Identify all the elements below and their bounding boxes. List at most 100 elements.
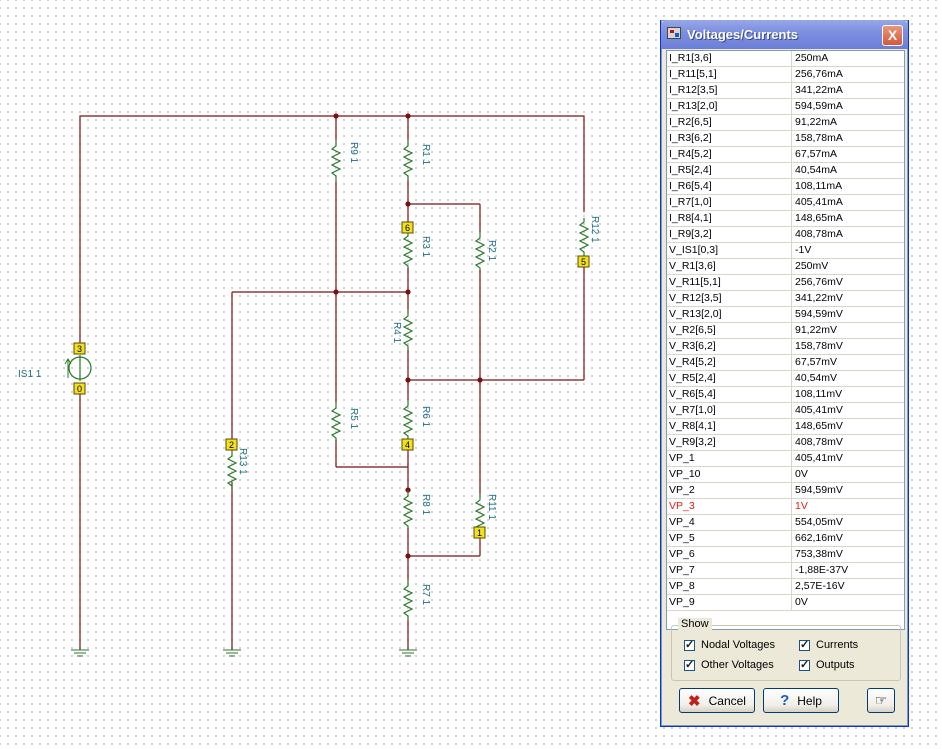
value-row[interactable]: I_R8[4,1]148,65mA — [667, 211, 904, 227]
resistor-r13[interactable]: R13 1 — [226, 448, 248, 490]
nodal-voltages-label: Nodal Voltages — [701, 639, 775, 651]
row-value: 405,41mV — [795, 404, 843, 416]
row-name: I_R13[2,0] — [667, 99, 792, 114]
resistor-r5[interactable]: R5 1 — [330, 402, 359, 440]
row-value: 408,78mV — [795, 436, 843, 448]
row-name: V_R3[6,2] — [667, 339, 792, 354]
node-3: 3 — [73, 342, 86, 355]
resistor-r11[interactable]: R11 1 — [474, 494, 497, 532]
show-group-title: Show — [678, 618, 712, 630]
currents-checkbox[interactable]: Currents — [799, 638, 858, 651]
value-row[interactable]: I_R3[6,2]158,78mA — [667, 131, 904, 147]
cancel-x-icon: ✖ — [688, 692, 701, 710]
row-name: VP_8 — [667, 579, 792, 594]
resistor-r7[interactable]: R7 1 — [402, 580, 431, 620]
value-row[interactable]: I_R4[5,2]67,57mA — [667, 147, 904, 163]
value-row[interactable]: V_IS1[0,3]-1V — [667, 243, 904, 259]
circuit-wires — [79, 115, 585, 650]
row-value: 67,57mV — [795, 356, 838, 368]
row-value: 594,59mV — [795, 484, 843, 496]
row-value: -1V — [795, 244, 812, 256]
current-source-is1[interactable]: IS1 1 — [18, 355, 92, 381]
row-name: V_IS1[0,3] — [667, 243, 792, 258]
value-row[interactable]: I_R6[5,4]108,11mA — [667, 179, 904, 195]
value-row[interactable]: V_R7[1,0]405,41mV — [667, 403, 904, 419]
dialog-titlebar[interactable]: Voltages/Currents X — [661, 20, 908, 49]
value-row[interactable]: V_R8[4,1]148,65mV — [667, 419, 904, 435]
node-6: 6 — [401, 221, 414, 234]
value-row[interactable]: V_R2[6,5]91,22mV — [667, 323, 904, 339]
value-row[interactable]: I_R13[2,0]594,59mA — [667, 99, 904, 115]
row-name: V_R6[5,4] — [667, 387, 792, 402]
value-row[interactable]: I_R11[5,1]256,76mA — [667, 67, 904, 83]
pointer-button[interactable]: ☞ — [867, 688, 895, 713]
row-value: 108,11mA — [795, 180, 843, 192]
cancel-button[interactable]: ✖ Cancel — [679, 688, 755, 713]
schematic-canvas[interactable]: R9 1 R1 1 R3 1 R2 1 R12 1 R4 1 R5 1 R6 1… — [0, 0, 650, 749]
value-row[interactable]: I_R7[1,0]405,41mA — [667, 195, 904, 211]
value-row[interactable]: I_R12[3,5]341,22mA — [667, 83, 904, 99]
resistor-r4[interactable]: R4 1 — [391, 310, 414, 350]
row-name: V_R11[5,1] — [667, 275, 792, 290]
row-value: 0V — [795, 596, 808, 608]
value-row[interactable]: V_R4[5,2]67,57mV — [667, 355, 904, 371]
nodal-voltages-checkbox[interactable]: Nodal Voltages — [684, 638, 775, 651]
row-value: 594,59mA — [795, 100, 843, 112]
row-value: 158,78mV — [795, 340, 843, 352]
value-row[interactable]: I_R1[3,6]250mA — [667, 51, 904, 67]
value-row[interactable]: V_R3[6,2]158,78mV — [667, 339, 904, 355]
value-row[interactable]: I_R5[2,4]40,54mA — [667, 163, 904, 179]
checkbox-icon — [799, 658, 810, 671]
svg-text:4: 4 — [405, 440, 410, 450]
value-row[interactable]: I_R2[6,5]91,22mA — [667, 115, 904, 131]
resistor-r12[interactable]: R12 1 — [578, 216, 600, 256]
close-button[interactable]: X — [882, 25, 903, 46]
checkbox-icon — [684, 658, 695, 671]
svg-text:3: 3 — [77, 344, 82, 354]
value-row[interactable]: I_R9[3,2]408,78mA — [667, 227, 904, 243]
row-value: 2,57E-16V — [795, 580, 845, 592]
value-row[interactable]: VP_7-1,88E-37V — [667, 563, 904, 579]
value-row[interactable]: V_R9[3,2]408,78mV — [667, 435, 904, 451]
row-value: 148,65mA — [795, 212, 843, 224]
other-voltages-checkbox[interactable]: Other Voltages — [684, 658, 774, 671]
resistor-r3[interactable]: R3 1 — [402, 232, 431, 268]
value-row[interactable]: V_R11[5,1]256,76mV — [667, 275, 904, 291]
resistor-r2[interactable]: R2 1 — [474, 232, 497, 270]
value-row[interactable]: V_R12[3,5]341,22mV — [667, 291, 904, 307]
row-name: VP_6 — [667, 547, 792, 562]
outputs-checkbox[interactable]: Outputs — [799, 658, 855, 671]
resistor-r8[interactable]: R8 1 — [402, 490, 431, 528]
help-button[interactable]: ? Help — [763, 688, 839, 713]
svg-text:0: 0 — [77, 384, 82, 394]
row-value: 91,22mA — [795, 116, 838, 128]
value-row[interactable]: V_R6[5,4]108,11mV — [667, 387, 904, 403]
label-r7: R7 1 — [420, 584, 431, 606]
value-row[interactable]: V_R1[3,6]250mV — [667, 259, 904, 275]
row-value: 1V — [795, 500, 808, 512]
row-name: V_R5[2,4] — [667, 371, 792, 386]
row-name: I_R1[3,6] — [667, 51, 792, 66]
value-row[interactable]: V_R5[2,4]40,54mV — [667, 371, 904, 387]
resistor-r9[interactable]: R9 1 — [330, 140, 359, 182]
junction-dots — [333, 113, 483, 559]
svg-text:1: 1 — [477, 528, 482, 538]
label-r4: R4 1 — [391, 322, 402, 344]
row-name: I_R11[5,1] — [667, 67, 792, 82]
label-is1: IS1 1 — [18, 369, 42, 380]
row-value: 40,54mV — [795, 372, 838, 384]
resistor-r6[interactable]: R6 1 — [402, 400, 431, 440]
value-row[interactable]: V_R13[2,0]594,59mV — [667, 307, 904, 323]
resistor-r1[interactable]: R1 1 — [402, 140, 431, 180]
app-icon — [667, 27, 681, 39]
